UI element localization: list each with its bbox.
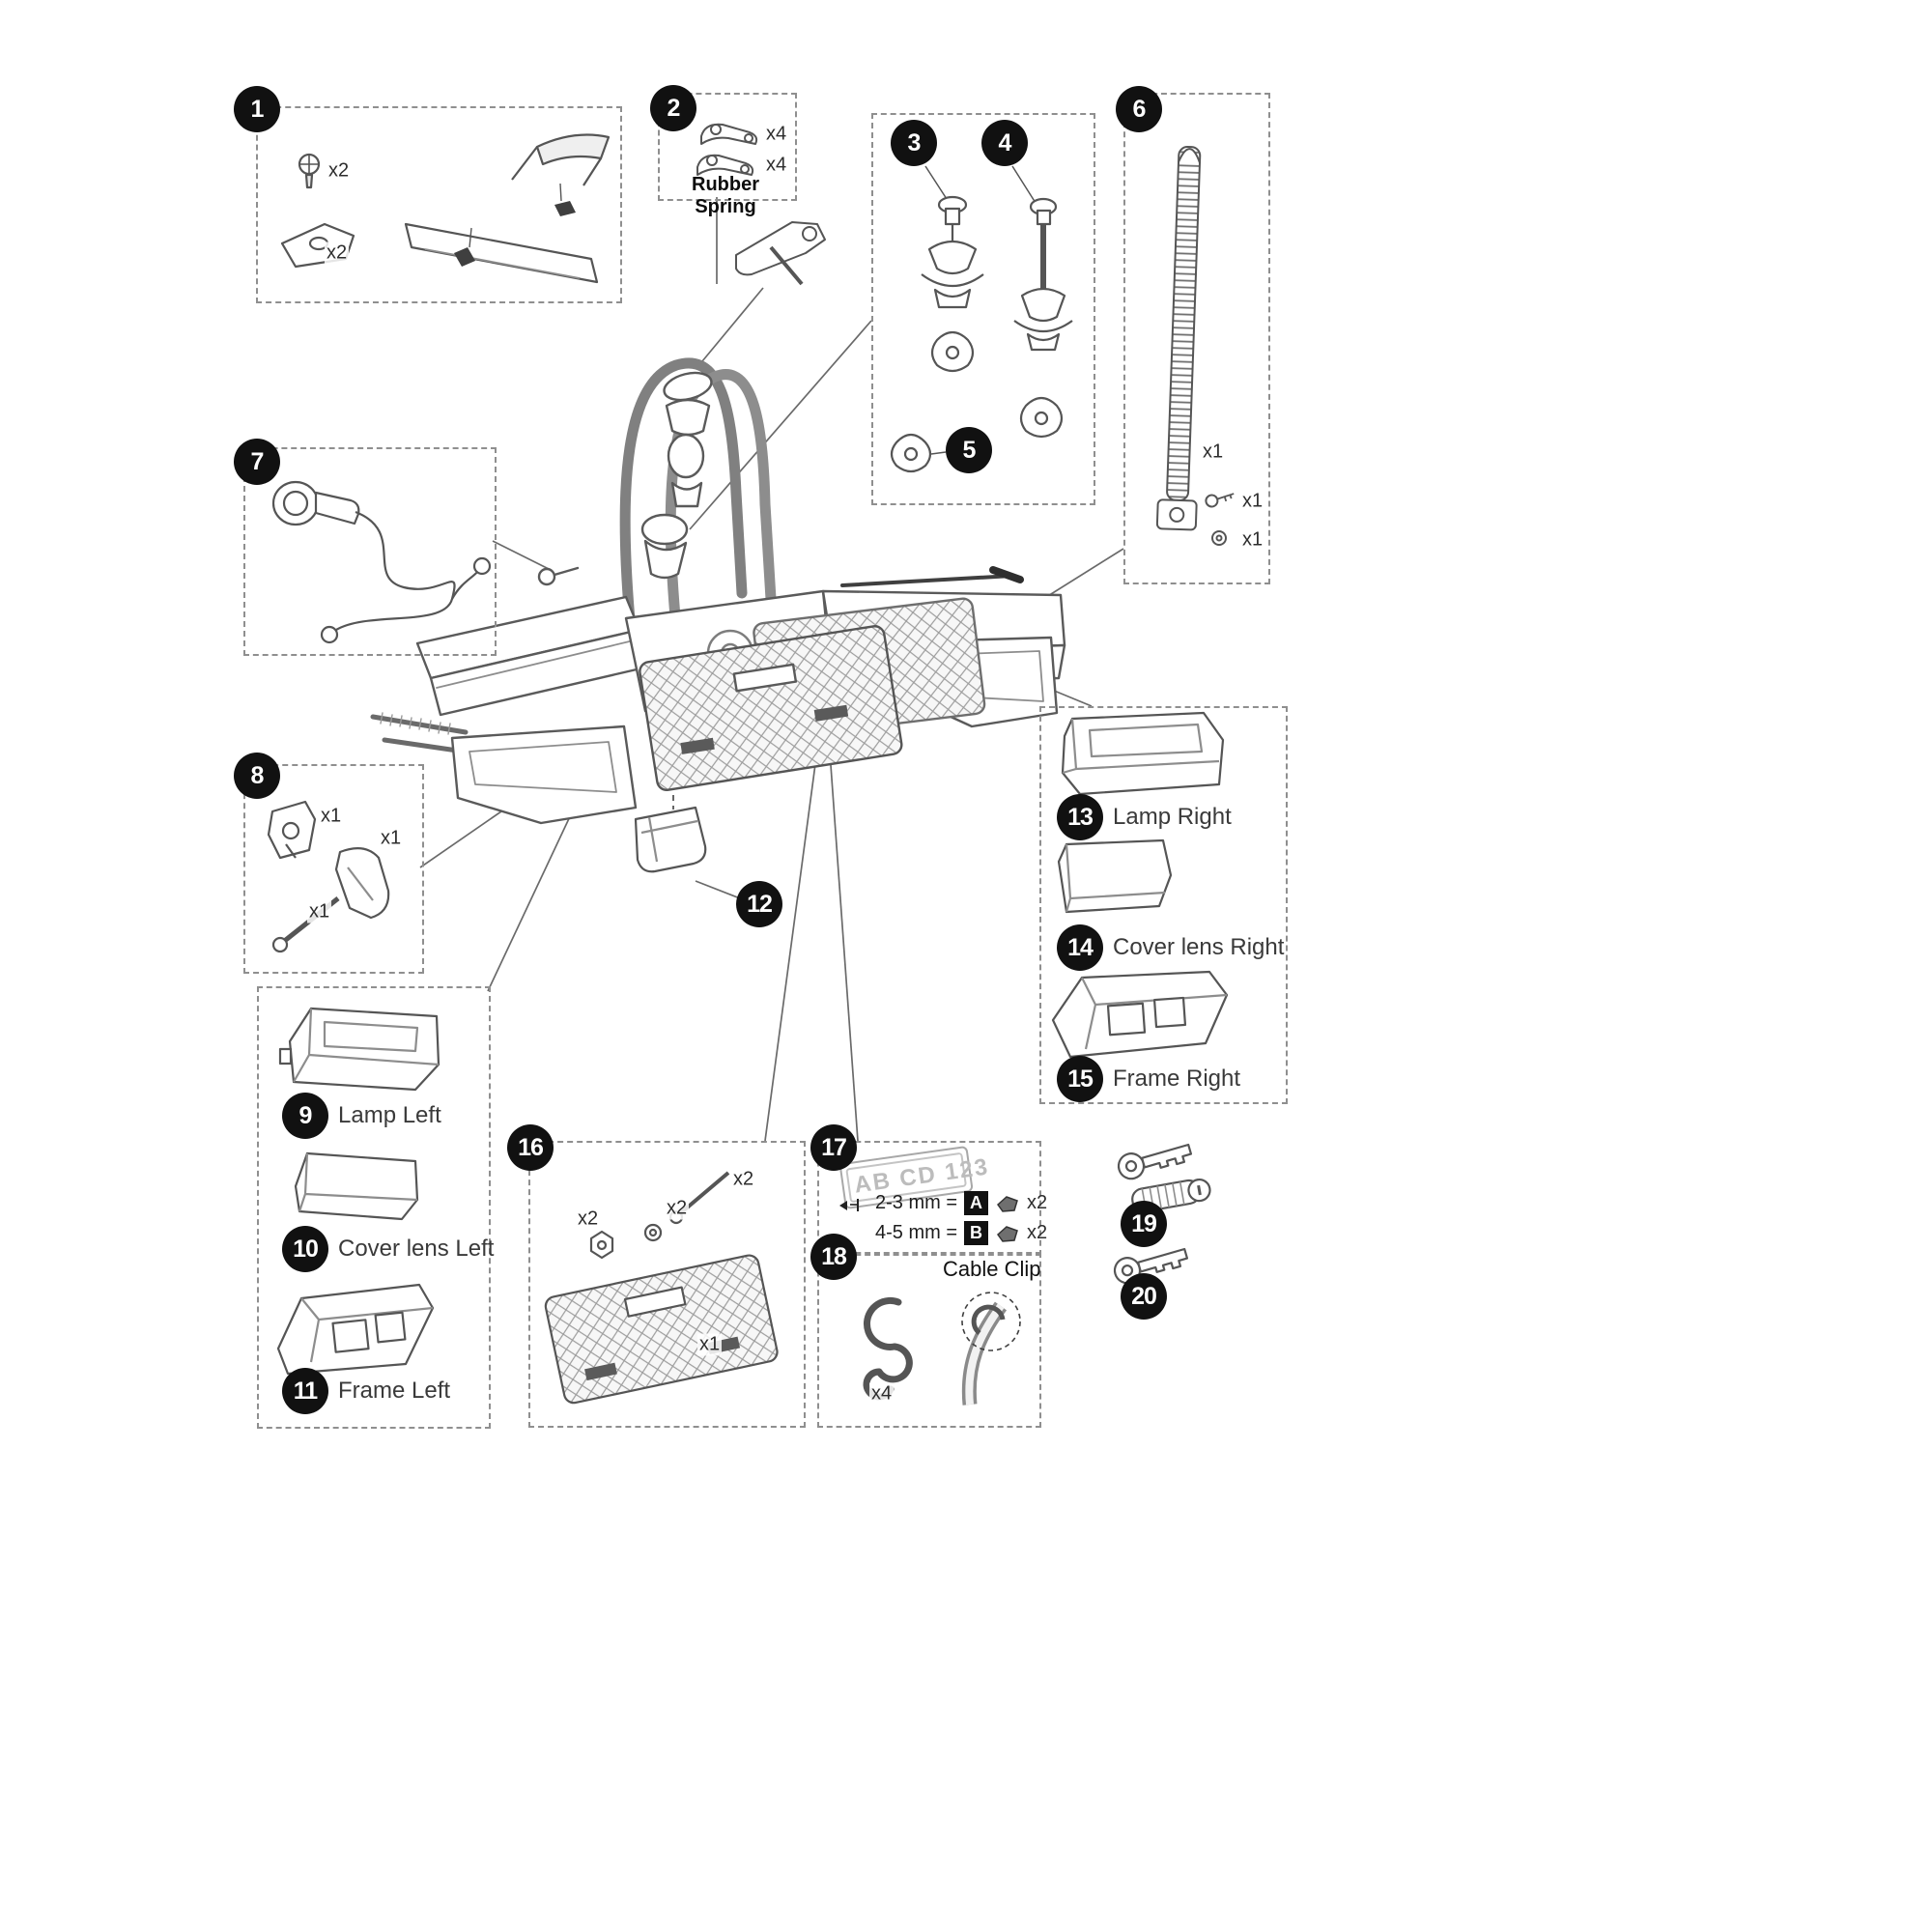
clip-a-icon [997,1195,1018,1212]
group-box-18 [817,1252,1041,1428]
qty-group1-plate: x2 [325,242,350,265]
lamp-right-label: Lamp Right [1113,804,1232,830]
group-box-9-10-11 [257,986,491,1429]
qty-group6-washer: x1 [1240,528,1265,552]
option-a-badge: A [964,1191,989,1215]
qty-group16-bolt: x2 [576,1208,601,1231]
qty-group1-screw: x2 [327,159,352,183]
wheel-strap-drawing [1155,146,1235,546]
qty-group18-clip: x4 [869,1382,895,1406]
group-box-3-4-5 [871,113,1095,505]
part-badge-6: 6 [1116,86,1162,132]
qty-group8-bolt: x1 [307,900,332,923]
part-badge-14: 14 [1057,924,1103,971]
option-b-badge: B [964,1221,989,1245]
frame-right-drawing [1051,970,1229,1059]
lamp-right-drawing [1061,711,1225,796]
cover-lens-right-label: Cover lens Right [1113,934,1285,960]
key-bottom-drawing [1113,1247,1189,1285]
part-badge-13: 13 [1057,794,1103,840]
part-badge-16: 16 [507,1124,554,1171]
size-range-b: 4-5 mm = [875,1222,958,1243]
part-badge-11: 11 [282,1368,328,1414]
part-badge-17: 17 [810,1124,857,1171]
cable-clip-label: Cable Clip [943,1257,1041,1281]
group-box-2 [658,93,797,201]
size-range-a: 2-3 mm = [875,1192,958,1213]
bike-rack-drawing [370,357,1066,825]
part-badge-4: 4 [981,120,1028,166]
part-badge-7: 7 [234,439,280,485]
cable-with-clip-drawing [961,1292,1021,1406]
light-cable-drawing [271,480,492,644]
license-plate-drawing [839,1146,974,1211]
rubber-spring-label: Rubber Spring [692,174,759,217]
cover-lens-left-drawing [294,1151,419,1221]
frame-right-label: Frame Right [1113,1065,1241,1092]
plate-thickness-row-a: 2-3 mm = A x2 [875,1191,1047,1215]
part-badge-8: 8 [234,753,280,799]
cover-lens-right-drawing [1057,838,1173,914]
key-top-drawing [1117,1143,1193,1180]
part-badge-9: 9 [282,1093,328,1139]
group-box-16 [528,1141,806,1428]
qty-group8-bracket: x1 [319,805,344,828]
group-box-13-14-15 [1039,706,1288,1104]
group-box-8 [243,764,424,974]
leader-lines [419,197,1124,1142]
qty-group6-strap: x1 [1201,440,1226,464]
frame-left-drawing [276,1283,435,1376]
part-badge-3: 3 [891,120,937,166]
latch-parts-drawing [267,800,390,953]
part-badge-1: 1 [234,86,280,132]
qty-group6-key: x1 [1240,490,1265,513]
cover-lens-left-label: Cover lens Left [338,1236,495,1262]
plate-thickness-row-b: 4-5 mm = B x2 [875,1221,1047,1245]
part-badge-20: 20 [1121,1273,1167,1320]
part-badge-18: 18 [810,1234,857,1280]
hitch-mount-drawing [280,133,611,284]
qty-option-a: x2 [1027,1192,1048,1213]
rubber-spring-drawing [696,123,758,176]
group-box-1 [256,106,622,303]
plate-holder-drawing [634,806,707,873]
part-badge-2: 2 [650,85,696,131]
group-box-7 [243,447,497,656]
part-badge-19: 19 [1121,1201,1167,1247]
group-box-6 [1123,93,1270,584]
clip-b-icon [997,1225,1018,1242]
lamp-left-label: Lamp Left [338,1102,441,1128]
part-badge-12: 12 [736,881,782,927]
qty-group2-spring-bottom: x4 [764,154,789,177]
part-badge-15: 15 [1057,1056,1103,1102]
qty-option-b: x2 [1027,1222,1048,1243]
group-box-17 [817,1141,1041,1256]
qty-group8-latch: x1 [379,827,404,850]
qty-group16-washer: x2 [665,1197,690,1220]
frame-left-label: Frame Left [338,1378,451,1404]
part-badge-5: 5 [946,427,992,473]
qty-group16-plate: x1 [697,1333,723,1356]
part-badge-10: 10 [282,1226,328,1272]
lamp-left-drawing [278,1007,440,1092]
qty-group16-screw: x2 [731,1168,756,1191]
frame-clamp-drawings [890,165,1073,473]
qty-group2-spring-top: x4 [764,123,789,146]
tension-lever-drawing [735,221,826,286]
